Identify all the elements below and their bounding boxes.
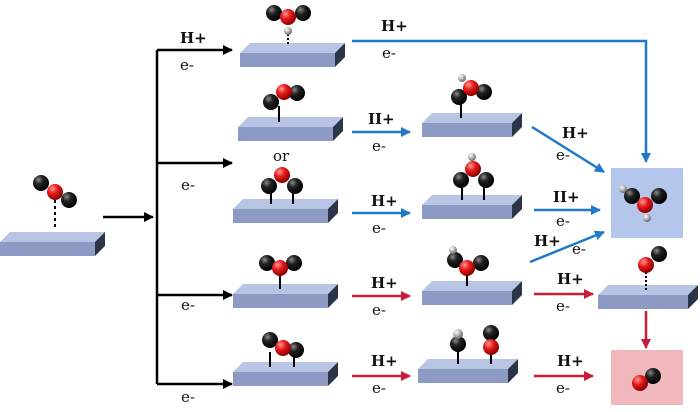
label-e-branch-2: e- [181, 176, 195, 194]
co-molecule-product [632, 368, 661, 391]
label-h-r4-right: H+ [557, 270, 584, 288]
co2-molecule-initial [33, 175, 77, 208]
hcooh-molecule-product [619, 185, 667, 222]
co2-molecule-r4c1 [259, 255, 302, 276]
slab-r2-c2 [422, 113, 522, 137]
arrow-blue-top-route [352, 39, 651, 163]
slab-r4-c1 [233, 284, 338, 308]
cooh-molecule-r1c1 [266, 5, 311, 35]
label-e-r4: e- [372, 301, 386, 319]
slab-r3-c1 [233, 199, 338, 223]
co2-bidentate-molecule-r5c1 [262, 332, 304, 358]
cooh-split-molecule-r5c2 [450, 325, 499, 355]
cooh-bidentate-molecule-r3c2 [453, 153, 494, 188]
co-molecule-r4c3 [638, 246, 667, 273]
slab-r2-c1 [238, 117, 343, 141]
label-e-r3-right: e- [556, 212, 570, 230]
cooh-molecule-r2c2 [451, 74, 492, 105]
label-e-r2-diag: e- [556, 146, 570, 164]
label-e-r3: e- [372, 219, 386, 237]
label-e-r5: e- [372, 379, 386, 397]
label-h-top-route: H+ [381, 17, 408, 35]
slab-r4-c2 [422, 281, 522, 305]
label-h-r2: II+ [368, 110, 395, 128]
label-h-r3: H+ [371, 192, 398, 210]
label-e-branch-1: e- [180, 56, 194, 74]
slab-r3-c2 [422, 195, 522, 219]
label-h-r4: H+ [371, 274, 398, 292]
label-e-r4-right: e- [556, 297, 570, 315]
co2-molecule-r2c1 [263, 84, 305, 110]
arrow-blue-r2-diag [531, 125, 605, 174]
label-e-branch-4: e- [181, 388, 195, 406]
cooh-molecule-r4c2 [447, 246, 489, 276]
label-or: or [273, 147, 290, 165]
slab-r5-c2 [418, 359, 518, 383]
label-e-r5-right: e- [556, 379, 570, 397]
label-e-branch-3: e- [181, 296, 195, 314]
label-h-r4-diag: H+ [534, 232, 561, 250]
label-h-r5: H+ [371, 352, 398, 370]
label-h-r2-diag: H+ [562, 124, 589, 142]
label-e-r2: e- [372, 137, 386, 155]
label-e-r4-diag: e- [572, 240, 586, 258]
label-e-top-route: e- [382, 44, 396, 62]
slab-initial [0, 232, 105, 256]
label-h-r3-right: II+ [553, 188, 580, 206]
slab-r4-c3 [598, 285, 698, 309]
slab-r1-c1 [240, 43, 345, 67]
co2-bidentate-molecule-r3c1 [261, 167, 303, 194]
label-h-r5-right: H+ [557, 352, 584, 370]
label-h-branch-1: H+ [180, 29, 207, 47]
arrow-blue-r4-diag [529, 230, 605, 264]
slab-r5-c1 [233, 362, 338, 386]
